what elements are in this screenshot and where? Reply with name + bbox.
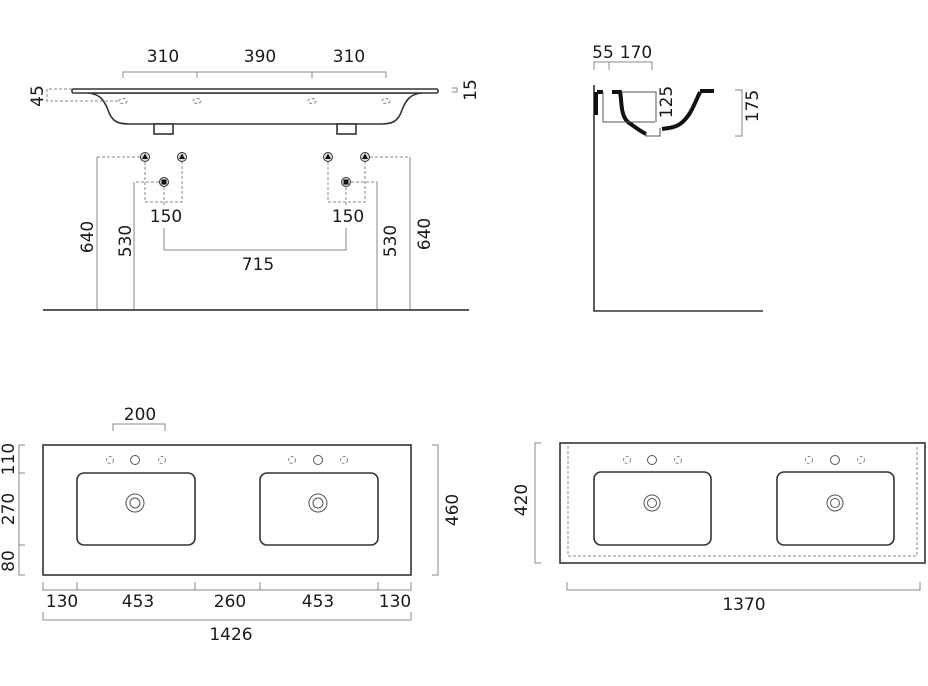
side-offset-dimension — [593, 61, 653, 70]
dim-label: 453 — [122, 592, 154, 612]
height-dimension-lines — [96, 157, 411, 310]
side-view: 55 170 125 175 — [592, 43, 763, 312]
total-depth-dimension — [432, 444, 439, 576]
dim-label: 453 — [302, 592, 334, 612]
supply-lines — [97, 156, 410, 205]
bowl-right — [259, 472, 379, 546]
basin-leg — [153, 123, 174, 135]
dim-label: 640 — [78, 221, 98, 253]
basin-section — [597, 90, 647, 136]
cabinet-outline — [567, 446, 918, 557]
dim-label: 150 — [332, 207, 364, 227]
front-view: 310 390 310 45 15 150 150 7 — [28, 47, 481, 311]
water-supply-icon — [323, 152, 333, 162]
tap-spacing-dimension — [122, 71, 387, 78]
dim-label: 150 — [150, 207, 182, 227]
dim-label: 270 — [0, 493, 19, 525]
bowl-left — [76, 472, 196, 546]
bowl-left — [593, 471, 712, 546]
dim-label: 80 — [0, 550, 19, 572]
drain-outlet-icon — [159, 177, 169, 187]
cabinet-view: 420 1370 — [512, 442, 926, 615]
dim-label: 15 — [461, 79, 481, 101]
plan-view: 200 110 270 80 460 130 453 260 453 130 1… — [0, 405, 463, 645]
dim-label: 640 — [415, 218, 435, 250]
dim-label: 170 — [620, 43, 652, 63]
basin-body — [87, 92, 423, 125]
supply-fixtures — [140, 152, 370, 187]
water-supply-icon — [360, 152, 370, 162]
water-supply-icon — [177, 152, 187, 162]
drain-spacing-dimension — [163, 228, 347, 251]
dim-label: 715 — [242, 255, 274, 275]
dim-label: 55 — [592, 43, 614, 63]
dim-label: 130 — [46, 592, 78, 612]
height-dimension — [735, 89, 743, 137]
basin-section — [661, 91, 702, 131]
dim-label: 390 — [244, 47, 276, 67]
cabinet-width-dimension — [566, 582, 921, 591]
dim-label: 110 — [0, 443, 19, 475]
drain-outlet-icon — [341, 177, 351, 187]
rim-thickness-dimension — [452, 87, 458, 93]
dim-label: 130 — [379, 592, 411, 612]
bowl-right — [776, 471, 895, 546]
dim-label: 1370 — [722, 595, 765, 615]
dim-label: 420 — [512, 484, 532, 516]
depth-dimension — [18, 444, 25, 576]
dim-label: 175 — [743, 90, 763, 122]
dim-label: 310 — [147, 47, 179, 67]
basin-leg — [336, 123, 357, 135]
dim-label: 200 — [124, 405, 156, 425]
dim-label: 125 — [657, 86, 677, 118]
tap-hole-dimension — [112, 423, 166, 431]
dim-label: 45 — [28, 85, 48, 107]
wall-and-floor — [593, 85, 763, 312]
basin-section-detail — [602, 91, 661, 137]
dim-label: 530 — [116, 225, 136, 257]
dim-label: 530 — [381, 225, 401, 257]
dim-label: 1426 — [209, 625, 252, 645]
water-supply-icon — [140, 152, 150, 162]
total-width-dimension — [42, 612, 412, 621]
dim-label: 310 — [333, 47, 365, 67]
width-dimension — [42, 582, 412, 591]
cabinet-depth-dimension — [534, 442, 541, 564]
dim-label: 460 — [443, 494, 463, 526]
dim-label: 260 — [214, 592, 246, 612]
basin-rim — [71, 88, 439, 94]
